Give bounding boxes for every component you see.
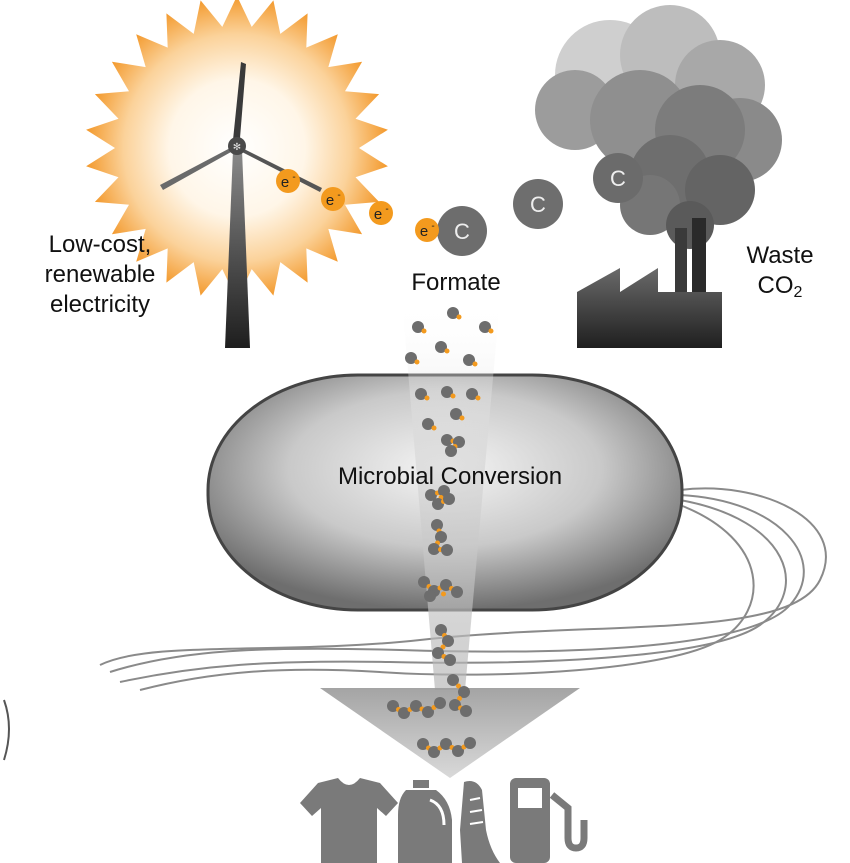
carbon-atom <box>434 697 446 709</box>
carbon-atom <box>440 738 452 750</box>
carbon-atom <box>441 434 453 446</box>
carbon-atom <box>452 745 464 757</box>
carbon-label: C <box>610 166 626 191</box>
link-dot <box>424 395 430 401</box>
electricity-label: Low-cost, renewable electricity <box>44 231 156 318</box>
link-dot <box>431 425 437 431</box>
carbon-atom <box>460 705 472 717</box>
link-dot <box>450 393 456 399</box>
carbon-atom <box>441 544 453 556</box>
carbon-atom <box>464 737 476 749</box>
carbon-atom <box>432 647 444 659</box>
carbon-atom <box>432 498 444 510</box>
svg-text:e: e <box>374 206 382 223</box>
carbon-particle: C <box>513 179 563 229</box>
carbon-atom <box>422 706 434 718</box>
link-dot <box>444 348 450 354</box>
svg-text:-: - <box>431 221 434 232</box>
carbon-atom <box>428 746 440 758</box>
link-dot <box>472 361 478 367</box>
svg-text:-: - <box>337 190 340 201</box>
link-dot <box>414 359 420 365</box>
carbon-label: C <box>530 192 546 217</box>
carbon-atom <box>444 654 456 666</box>
smoke-cloud-icon <box>535 5 782 249</box>
carbon-atom <box>445 445 457 457</box>
formate-label: Formate <box>411 269 501 296</box>
carbon-atom <box>479 321 491 333</box>
link-dot <box>475 395 481 401</box>
carbon-atom <box>398 707 410 719</box>
carbon-atom <box>415 388 427 400</box>
link-dot <box>441 591 446 597</box>
electron-particle: e - <box>276 169 300 193</box>
electron-particle: e - <box>321 187 345 211</box>
carbon-atom <box>463 354 475 366</box>
waste-co2-label: Waste CO2 <box>746 242 814 301</box>
carbon-particle: C <box>593 153 643 203</box>
svg-text:e: e <box>281 174 289 191</box>
svg-text:-: - <box>292 172 295 183</box>
partial-circle-edge <box>3 699 10 761</box>
wind-turbine-icon: ✻ <box>160 62 322 348</box>
carbon-atom <box>447 307 459 319</box>
carbon-particle: C <box>437 206 487 256</box>
molecule-chains <box>387 307 494 758</box>
carbon-atom <box>405 352 417 364</box>
link-dot <box>421 328 427 334</box>
carbon-atom <box>443 493 455 505</box>
carbon-atom <box>450 408 462 420</box>
electron-particle: e - <box>415 218 439 242</box>
svg-text:-: - <box>385 204 388 215</box>
svg-text:✻: ✻ <box>233 142 241 153</box>
carbon-atom <box>412 321 424 333</box>
carbon-atom <box>458 686 470 698</box>
carbon-atom <box>466 388 478 400</box>
carbon-atom <box>435 531 447 543</box>
fuel-pump-icon <box>510 778 588 863</box>
carbon-atom <box>417 738 429 750</box>
carbon-atom <box>435 624 447 636</box>
down-arrow <box>320 688 580 778</box>
carbon-label: C <box>454 219 470 244</box>
carbon-atom <box>410 700 422 712</box>
link-dot <box>488 328 494 334</box>
electron-particle: e - <box>369 201 393 225</box>
carbon-atom <box>425 489 437 501</box>
carbon-atom <box>435 341 447 353</box>
shoe-icon <box>460 781 500 863</box>
svg-text:e: e <box>420 223 428 240</box>
jug-icon <box>398 780 452 863</box>
tshirt-icon <box>300 778 398 863</box>
carbon-atom <box>431 519 443 531</box>
microbial-conversion-label: Microbial Conversion <box>337 463 563 490</box>
carbon-atom <box>422 418 434 430</box>
carbon-atom <box>428 543 440 555</box>
svg-text:e: e <box>326 192 334 209</box>
factory-icon <box>577 218 722 348</box>
carbon-atom <box>447 674 459 686</box>
carbon-atom <box>424 590 436 602</box>
carbon-atom <box>451 586 463 598</box>
link-dot <box>456 683 461 689</box>
link-dot <box>457 696 462 701</box>
flagella <box>99 487 827 691</box>
carbon-atom <box>442 635 454 647</box>
carbon-atom <box>440 579 452 591</box>
link-dot <box>456 314 462 320</box>
link-dot <box>459 415 465 421</box>
carbon-atom <box>387 700 399 712</box>
link-dot <box>440 644 446 650</box>
carbon-atom <box>441 386 453 398</box>
